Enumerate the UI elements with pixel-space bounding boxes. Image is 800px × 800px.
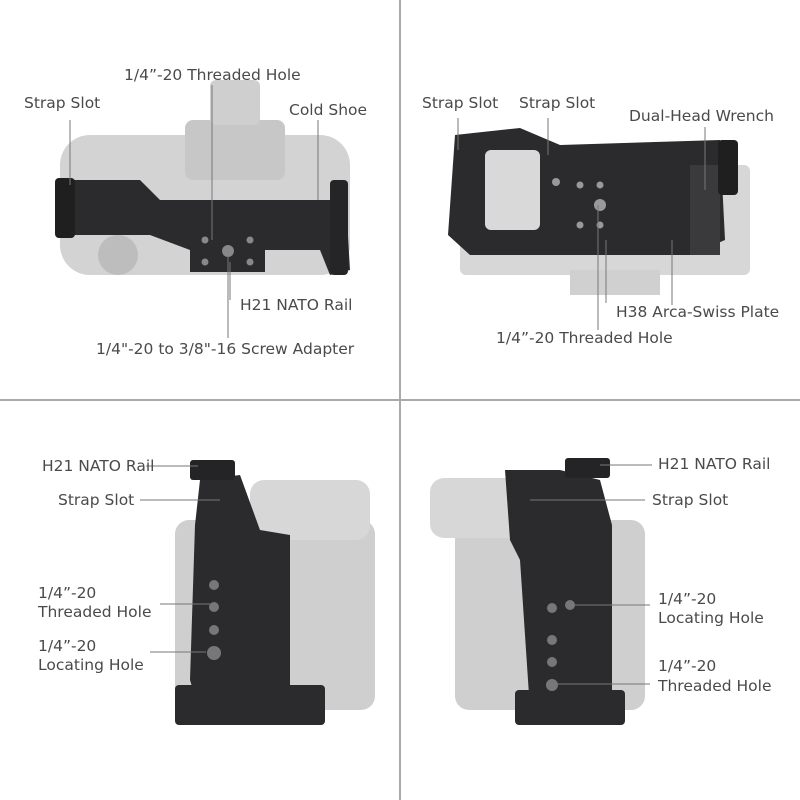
label-strap-slot: Strap Slot: [652, 491, 729, 509]
label-threaded-hole: 1/4”-20 Threaded Hole: [124, 66, 301, 84]
label-locating-hole-size: 1/4”-20: [38, 637, 97, 655]
label-threaded-hole: Threaded Hole: [658, 677, 772, 695]
label-locating-hole-size: 1/4”-20: [658, 590, 717, 608]
label-threaded-hole: Threaded Hole: [38, 603, 152, 621]
label-arca-plate: H38 Arca-Swiss Plate: [616, 303, 780, 321]
label-nato-rail: H21 NATO Rail: [240, 296, 353, 314]
label-nato-rail: H21 NATO Rail: [42, 457, 155, 475]
label-screw-adapter: 1/4"-20 to 3/8"-16 Screw Adapter: [96, 340, 355, 358]
label-cold-shoe: Cold Shoe: [289, 101, 368, 119]
cage-left-side-view: [175, 460, 375, 725]
label-nato-rail: H21 NATO Rail: [658, 455, 771, 473]
label-strap-slot-right: Strap Slot: [519, 94, 596, 112]
label-strap-slot: Strap Slot: [24, 94, 101, 112]
label-dual-head-wrench: Dual-Head Wrench: [629, 107, 774, 125]
label-strap-slot-left: Strap Slot: [422, 94, 499, 112]
label-strap-slot: Strap Slot: [58, 491, 135, 509]
label-threaded-hole: 1/4”-20 Threaded Hole: [496, 329, 673, 347]
label-threaded-hole-size: 1/4”-20: [658, 657, 717, 675]
cage-bottom-view: [448, 128, 750, 295]
cage-right-side-view: [430, 458, 645, 725]
cage-top-view: [55, 80, 350, 275]
label-locating-hole: Locating Hole: [38, 656, 144, 674]
label-threaded-hole-size: 1/4”-20: [38, 584, 97, 602]
label-locating-hole: Locating Hole: [658, 609, 764, 627]
